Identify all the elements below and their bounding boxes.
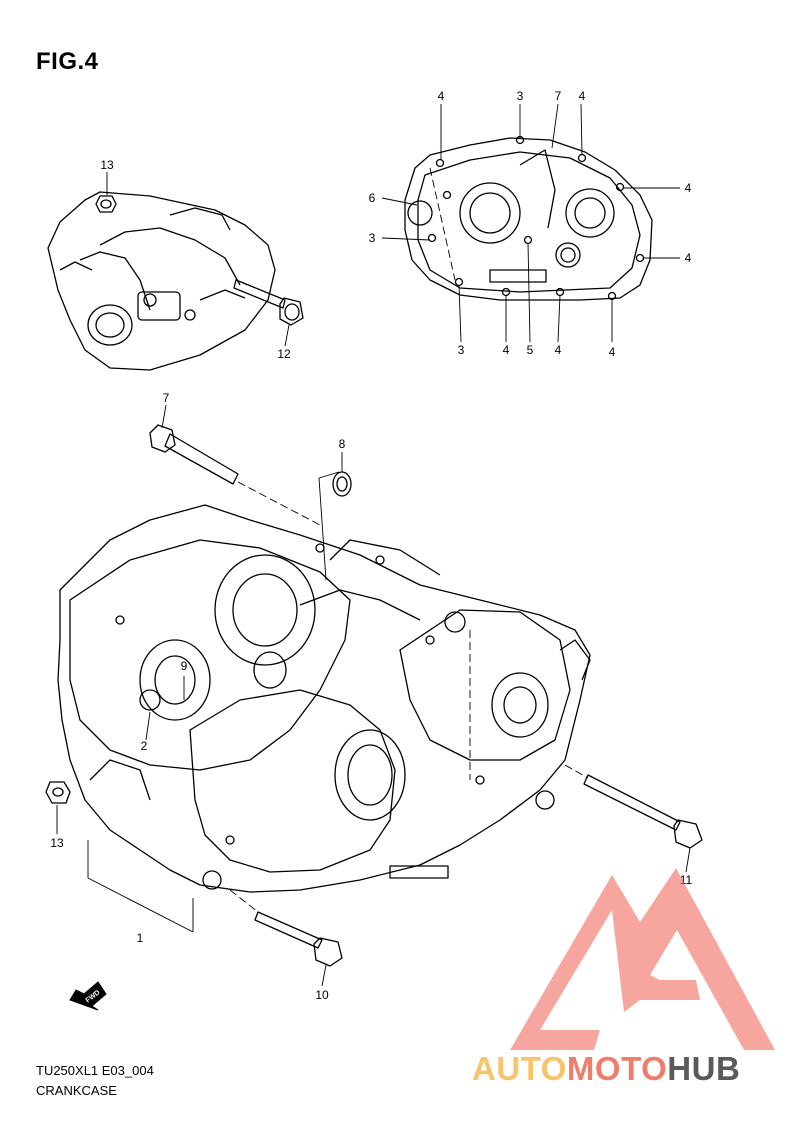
callout-4-d: 4 [685, 251, 692, 265]
watermark-auto: AUTO [472, 1050, 567, 1087]
bolt-7 [149, 424, 239, 485]
fwd-arrow: FWD [69, 981, 107, 1011]
callout-13-top: 13 [100, 158, 114, 172]
callout-4-e: 4 [503, 343, 510, 357]
watermark-hub: HUB [667, 1050, 741, 1087]
nut-13-top [95, 195, 117, 213]
crankcase-half-left-view [404, 135, 653, 301]
callout-2: 2 [141, 739, 148, 753]
callout-1: 1 [137, 931, 144, 945]
callout-4-c: 4 [685, 181, 692, 195]
crankcase-main [57, 504, 591, 893]
figure-title: FIG.4 [36, 48, 99, 75]
callout-4-f: 4 [555, 343, 562, 357]
washer-8 [332, 471, 352, 497]
bolt-10 [254, 911, 343, 967]
watermark-text: AUTOMOTOHUB [472, 1050, 740, 1088]
callout-4-b: 4 [579, 89, 586, 103]
callout-7-b: 7 [163, 391, 170, 405]
callout-6: 6 [369, 191, 376, 205]
crankcase-half-right-view [47, 191, 276, 371]
callout-3-a: 3 [517, 89, 524, 103]
callout-4-a: 4 [438, 89, 445, 103]
bolt-12 [233, 279, 304, 326]
automotohub-logo-icon [510, 868, 775, 1050]
watermark-moto: MOTO [566, 1050, 668, 1087]
callout-5: 5 [527, 343, 534, 357]
callout-10: 10 [315, 988, 329, 1002]
footer-name: CRANKCASE [36, 1083, 117, 1098]
callout-12: 12 [277, 347, 291, 361]
leader-lines [56, 103, 691, 987]
callout-9: 9 [181, 659, 188, 673]
callout-7-a: 7 [555, 89, 562, 103]
callout-labels: 13 12 4 3 7 4 4 6 3 4 3 4 5 4 4 7 8 9 2 … [50, 89, 692, 1002]
callout-8: 8 [339, 437, 346, 451]
callout-13-bottom: 13 [50, 836, 64, 850]
bolt-11 [583, 774, 703, 849]
nut-13-bottom [45, 781, 71, 804]
alignment-lines [229, 167, 589, 913]
callout-4-g: 4 [609, 345, 616, 359]
callout-3-c: 3 [458, 343, 465, 357]
footer-code: TU250XL1 E03_004 [36, 1063, 154, 1078]
callout-3-b: 3 [369, 231, 376, 245]
